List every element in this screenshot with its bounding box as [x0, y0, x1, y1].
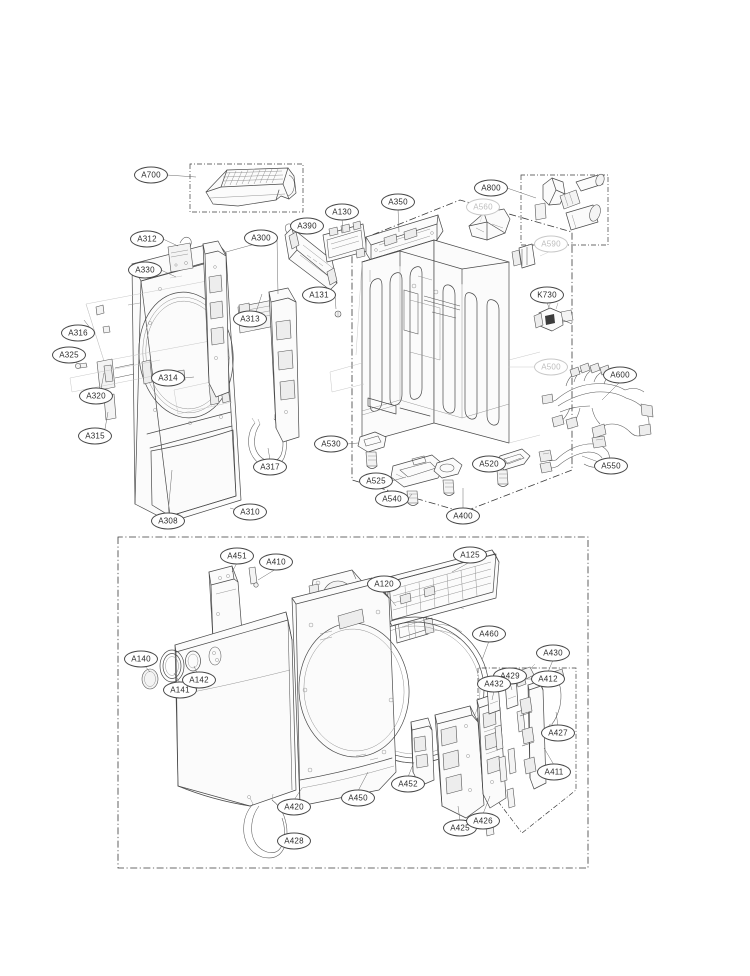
duct-kit-a800	[534, 173, 605, 231]
screw-a325	[75, 362, 88, 369]
vent-grille-a125	[384, 549, 500, 627]
callout-a300[interactable]: A300	[244, 229, 278, 247]
cabinet-a400	[329, 239, 541, 444]
callout-a312[interactable]: A312	[130, 230, 164, 248]
upper-section-border	[351, 199, 573, 513]
drying-rack-part	[205, 167, 297, 207]
rail-a411	[519, 680, 547, 790]
callout-a317[interactable]: A317	[253, 458, 287, 476]
top-bar-a350	[365, 214, 444, 262]
leveling-foot-a530	[357, 431, 387, 469]
callout-a800[interactable]: A800	[474, 179, 508, 197]
callout-a130[interactable]: A130	[325, 203, 359, 221]
callout-a350[interactable]: A350	[381, 193, 415, 211]
callout-a500[interactable]: A500	[534, 358, 568, 376]
power-cord-a550	[538, 435, 610, 474]
callout-a313[interactable]: A313	[233, 310, 267, 328]
callout-a325[interactable]: A325	[52, 346, 86, 364]
control-panel-box-border	[477, 667, 577, 834]
callout-a428[interactable]: A428	[277, 832, 311, 850]
door-hinge-small	[208, 646, 222, 666]
callout-a420[interactable]: A420	[277, 798, 311, 816]
callout-a426[interactable]: A426	[466, 812, 500, 830]
callout-a432[interactable]: A432	[477, 675, 511, 693]
callout-a310[interactable]: A310	[233, 503, 267, 521]
callout-a427[interactable]: A427	[541, 724, 575, 742]
door-ring-a142	[185, 650, 201, 672]
hinge-bracket-a316	[95, 302, 141, 334]
callout-a460[interactable]: A460	[472, 625, 506, 643]
callout-a315[interactable]: A315	[78, 427, 112, 445]
callout-a400[interactable]: A400	[446, 507, 480, 525]
valve-k730	[533, 300, 574, 332]
callout-a390[interactable]: A390	[290, 217, 324, 235]
callout-a142[interactable]: A142	[182, 671, 216, 689]
callout-a131[interactable]: A131	[302, 286, 336, 304]
callout-a530[interactable]: A530	[314, 435, 348, 453]
control-pcb-a426	[476, 693, 526, 809]
side-bracket-a452	[410, 717, 435, 787]
callout-k730[interactable]: K730	[530, 286, 564, 304]
callout-a540[interactable]: A540	[375, 490, 409, 508]
callout-a410[interactable]: A410	[259, 553, 293, 571]
callout-a452[interactable]: A452	[391, 775, 425, 793]
hinge-a320	[69, 358, 164, 393]
callout-a450[interactable]: A450	[341, 789, 375, 807]
clip-a590	[511, 243, 536, 269]
callout-a560[interactable]: A560	[466, 198, 500, 216]
callout-a120[interactable]: A120	[367, 575, 401, 593]
bracket-a312	[167, 236, 194, 273]
drying-rack-border	[189, 163, 304, 213]
callout-a525[interactable]: A525	[359, 472, 393, 490]
control-board-a130	[322, 220, 368, 263]
leveling-foot-center	[433, 457, 463, 496]
callout-a125[interactable]: A125	[453, 546, 487, 564]
callout-a412[interactable]: A412	[531, 670, 565, 688]
callout-a314[interactable]: A314	[151, 369, 185, 387]
duct-box-border	[520, 174, 609, 246]
callout-a330[interactable]: A330	[128, 261, 162, 279]
pin-a410	[248, 566, 259, 588]
callout-a600[interactable]: A600	[603, 366, 637, 384]
bracket-a300	[202, 240, 230, 398]
duct-scoop-a560	[468, 208, 511, 241]
callout-a411[interactable]: A411	[537, 763, 571, 781]
callout-a140[interactable]: A140	[124, 650, 158, 668]
callout-a550[interactable]: A550	[594, 457, 628, 475]
bracket-a300-right	[268, 287, 300, 443]
callout-a700[interactable]: A700	[134, 166, 168, 184]
door-panel-a420	[174, 611, 297, 807]
control-bracket-a425	[434, 705, 485, 819]
screw-a131	[334, 310, 342, 318]
front-bulkhead-a450	[291, 577, 410, 807]
top-rail-a390	[284, 223, 338, 291]
callout-a430[interactable]: A430	[536, 644, 570, 662]
callout-a308[interactable]: A308	[151, 512, 185, 530]
callout-a590[interactable]: A590	[534, 235, 568, 253]
callout-a316[interactable]: A316	[61, 324, 95, 342]
callout-a520[interactable]: A520	[472, 455, 506, 473]
callout-a320[interactable]: A320	[79, 387, 113, 405]
door-ring-a140	[141, 668, 159, 690]
callout-a451[interactable]: A451	[220, 547, 254, 565]
